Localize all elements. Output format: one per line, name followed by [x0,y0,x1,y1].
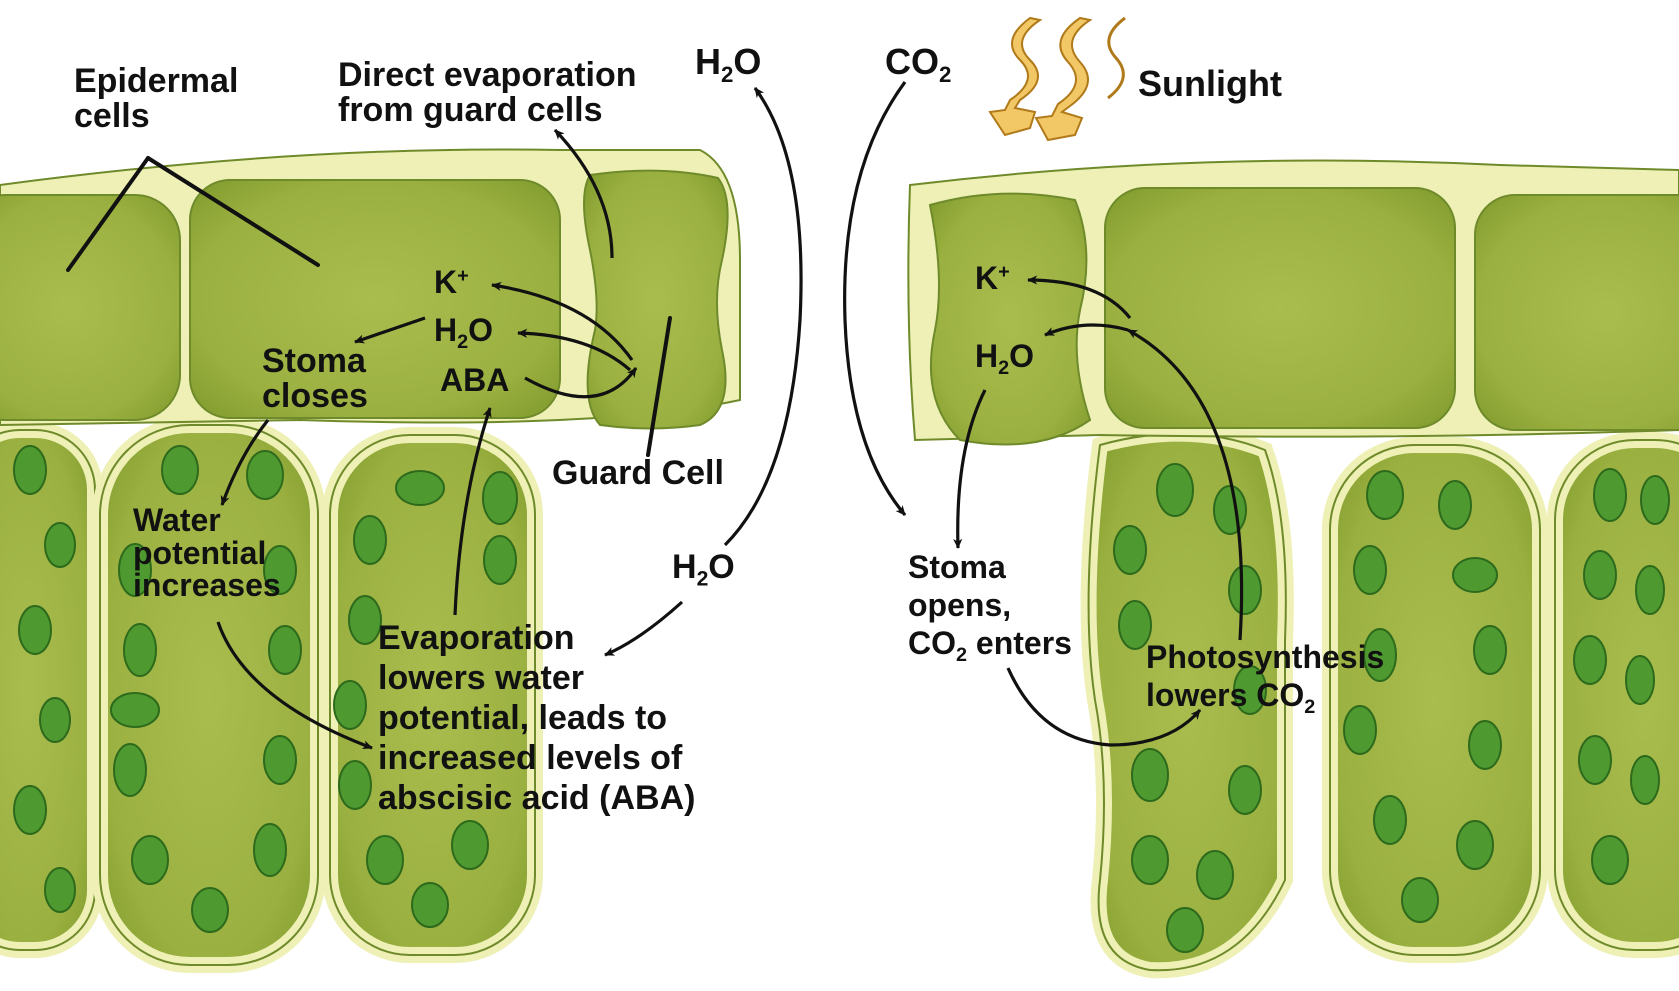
label-water-potential: Water potential increases [133,504,281,602]
chloroplast [45,868,75,912]
chloroplast [1574,636,1606,684]
label-evaporation: Evaporation lowers water potential, lead… [378,618,695,818]
chloroplast [1167,908,1203,952]
chloroplast [1132,749,1168,801]
chloroplast [1402,878,1438,922]
mesophyll-cell [0,430,95,950]
chloroplast [1354,546,1386,594]
label-direct-evaporation: Direct evaporation from guard cells [338,58,637,127]
epidermal-cell [0,195,180,420]
label-k-right: K+ [975,262,1010,295]
chloroplast [45,523,75,567]
label-aba: ABA [440,364,509,397]
chloroplast [484,536,516,584]
label-co2-top: CO2 [885,44,951,87]
chloroplast [1636,566,1664,614]
chloroplast [1626,656,1654,704]
chloroplast [1453,558,1497,592]
chloroplast [1631,756,1659,804]
guard-cell [930,194,1090,445]
label-k-left: K+ [434,266,469,299]
chloroplast [339,761,371,809]
right-epidermis [908,161,1679,445]
sunlight-icon [990,18,1125,140]
chloroplast [1367,471,1403,519]
chloroplast [132,836,168,884]
chloroplast [40,698,70,742]
chloroplast [1579,736,1611,784]
label-h2o-left: H2O [434,314,493,352]
chloroplast [19,606,51,654]
chloroplast [1592,836,1628,884]
chloroplast [162,446,198,494]
label-h2o-top: H2O [695,44,761,87]
chloroplast [452,821,488,869]
chloroplast [264,736,296,784]
chloroplast [349,596,381,644]
label-epidermal-cells: Epidermal cells [74,64,238,133]
chloroplast [1157,464,1193,516]
chloroplast [483,472,517,524]
chloroplast [1439,481,1471,529]
chloroplast [111,693,159,727]
chloroplast [354,516,386,564]
chloroplast [192,888,228,932]
label-photosynthesis: Photosynthesis lowers CO2 [1146,638,1384,726]
chloroplast [124,624,156,676]
chloroplast [1132,836,1168,884]
chloroplast [1374,796,1406,844]
chloroplast [1584,551,1616,599]
chloroplast [14,446,46,494]
chloroplast [1594,469,1626,521]
chloroplast [269,626,301,674]
chloroplast [247,451,283,499]
label-h2o-mid: H2O [672,550,735,590]
label-h2o-right: H2O [975,340,1034,378]
chloroplast [14,786,46,834]
chloroplast [1641,476,1669,524]
chloroplast [367,836,403,884]
chloroplast [1229,566,1261,614]
label-sunlight: Sunlight [1138,66,1282,103]
left-epidermis [0,149,740,428]
chloroplast [1229,766,1261,814]
label-stoma-closes: Stoma closes [262,344,368,413]
chloroplast [254,824,286,876]
arrow-co2-to-stoma [845,82,905,515]
chloroplast [1457,821,1493,869]
chloroplast [396,471,444,505]
chloroplast [1197,851,1233,899]
chloroplast [334,681,366,729]
chloroplast [1114,526,1146,574]
chloroplast [412,883,448,927]
epidermal-cell [1105,188,1455,428]
chloroplast [1474,626,1506,674]
label-guard-cell: Guard Cell [552,456,724,491]
label-stoma-opens: Stoma opens, CO2 enters [908,548,1072,674]
chloroplast [1469,721,1501,769]
chloroplast [1214,486,1246,534]
chloroplast [114,744,146,796]
epidermal-cell [1475,195,1679,430]
